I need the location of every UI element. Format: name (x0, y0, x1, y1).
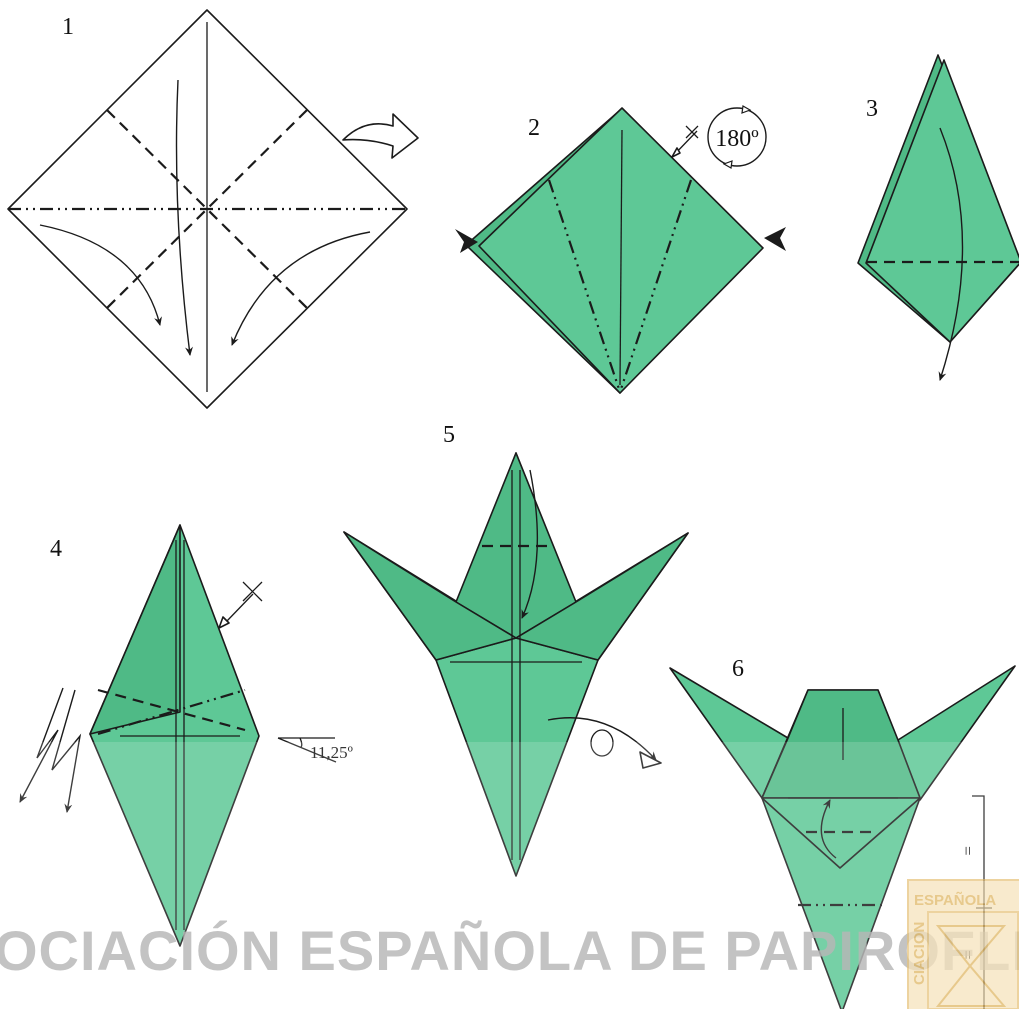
angle-arc (299, 737, 303, 748)
association-seal-logo: ESPAÑOLA CIACION (907, 879, 1019, 1009)
step-4-number: 4 (50, 536, 62, 562)
step-1-fold-arrow-center (175, 79, 193, 356)
step-2-push-arrow-right-icon (764, 227, 786, 251)
step-5-number: 5 (443, 422, 455, 448)
step-4-crease-x-icon (242, 581, 263, 602)
step-5: 5 (343, 422, 689, 877)
step-1-valley-fold-b (106, 109, 308, 309)
step-2-crease-x-icon (685, 125, 699, 139)
step-4: 4 11,25º (19, 524, 353, 947)
step-1-valley-fold-a (106, 109, 308, 309)
watermark-band (0, 742, 1019, 1009)
equal-mark-top: = (958, 846, 977, 856)
step-2-mountain-fold-right (618, 179, 693, 393)
step-6: 6 = = (669, 656, 1016, 1009)
step-5-right-flap-shade (515, 532, 689, 661)
step-4-leader-tip (218, 616, 230, 629)
step-6-number: 6 (732, 656, 744, 682)
step-2-rotation-label: 180º (715, 126, 759, 152)
step-1-fold-arrow-left (39, 224, 162, 326)
step-5-turn-over-icon (590, 729, 614, 757)
step-2-mountain-fold-left (547, 179, 622, 393)
step-1-number: 1 (62, 14, 74, 40)
step-4-zigzag-arrow-b (51, 689, 82, 813)
watermark-text: OCIACIÓN ESPAÑOLA DE PAPIROFLEXIA (0, 919, 1019, 982)
rotate-arrowhead-top (741, 105, 752, 114)
step-4-mountain-fold (97, 688, 246, 736)
turn-over-arrow-icon (342, 113, 419, 159)
step-5-left-flap-shade (343, 531, 517, 661)
step-3-number: 3 (866, 96, 878, 122)
step-5-fold-arrow (521, 469, 539, 619)
step-5-turn-arrowhead (639, 751, 662, 769)
step-1: 1 (7, 9, 419, 409)
seal-text-top: ESPAÑOLA (914, 891, 996, 909)
step-2-push-arrow-left-icon (455, 229, 478, 253)
step-2-number: 2 (528, 115, 540, 141)
step-5-upper-point (455, 452, 577, 639)
angle-ray (277, 737, 337, 763)
step-4-crease-leader (225, 593, 254, 623)
step-1-fold-arrow-right (231, 231, 371, 346)
seal-text-side: CIACION (911, 922, 928, 985)
step-2-leader-tip (671, 147, 681, 158)
step-4-angle-label: 11,25º (310, 743, 353, 762)
watermark: OCIACIÓN ESPAÑOLA DE PAPIROFLEXIA ESPAÑO… (0, 742, 1019, 1009)
step-3: 3 (857, 54, 1019, 381)
rotate-180-icon (707, 107, 767, 167)
step-4-left-flap (89, 524, 181, 735)
step-4-zigzag-arrow-a (19, 687, 64, 803)
step-4-valley-fold-a (97, 688, 246, 732)
step-3-fold-arrow (938, 127, 964, 381)
step-2-center-line (619, 129, 623, 386)
step-6-fold-arrow (820, 799, 837, 859)
step-5-turn-arrow (547, 717, 657, 761)
step-2: 2 180º (455, 105, 786, 394)
rotate-arrowhead-bottom (722, 160, 733, 169)
